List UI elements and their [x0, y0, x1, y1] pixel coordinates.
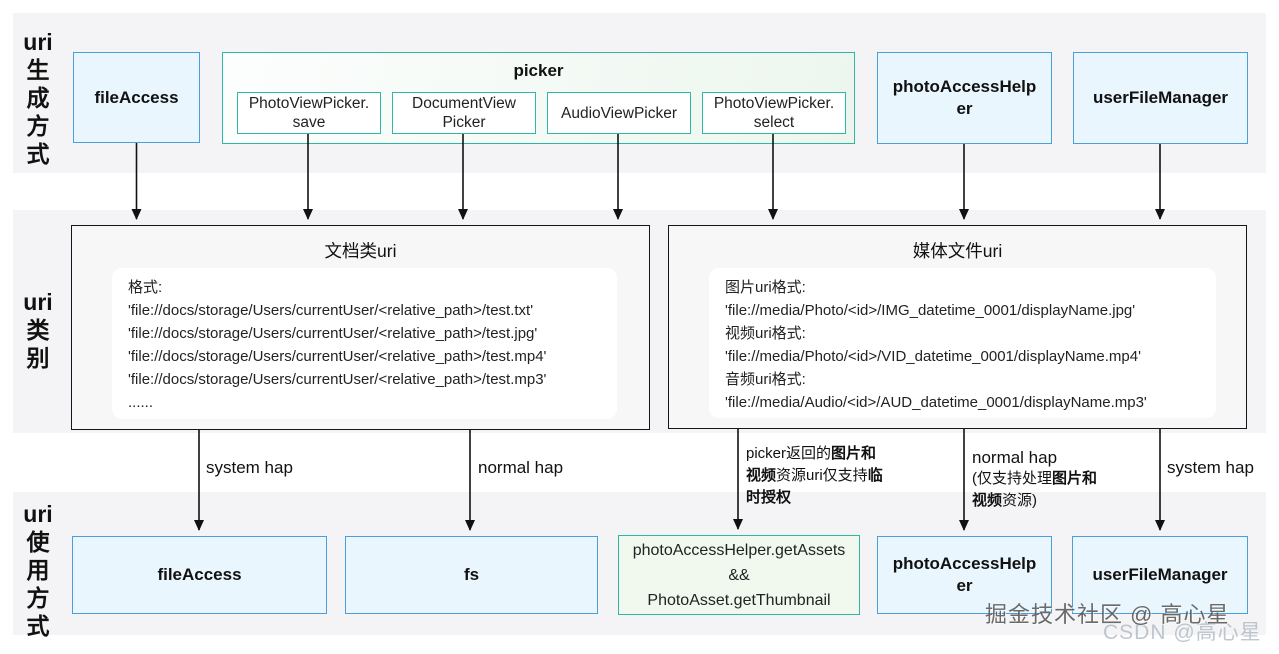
edge-label-text: 资源) [1002, 492, 1038, 509]
uri-format-line: 视频uri格式: [725, 325, 806, 342]
uri-format-line: 'file://media/Audio/<id>/AUD_datetime_00… [725, 394, 1147, 411]
node-fs-usage: fs [345, 536, 598, 614]
uri-format-line: ...... [128, 394, 154, 411]
node-picker-group: picker PhotoViewPicker. save DocumentVie… [222, 52, 855, 144]
node-documentviewpicker: DocumentView Picker [392, 92, 536, 134]
media-uri-formats: 图片uri格式: 'file://media/Photo/<id>/IMG_da… [709, 268, 1216, 418]
media-uri-title: 媒体文件uri [912, 241, 1003, 261]
edge-label-detail: (仅支持处理图片和视频资源) [972, 468, 1100, 512]
document-uri-formats: 格式: 'file://docs/storage/Users/currentUs… [112, 268, 617, 419]
watermark-csdn: CSDN @高心星 [1103, 621, 1262, 644]
edge-label-system-hap-right: system hap [1167, 458, 1254, 477]
uri-format-line: 格式: [128, 279, 163, 296]
edge-label-normal-hap-right: normal hap (仅支持处理图片和视频资源) [972, 447, 1100, 512]
node-media-uri: 媒体文件uri 图片uri格式: 'file://media/Photo/<id… [668, 225, 1247, 429]
uri-format-line: 'file://docs/storage/Users/currentUser/<… [128, 371, 547, 388]
edge-label-normal-hap-left: normal hap [478, 458, 564, 477]
edge-label-temp-authorization: picker返回的图片和视频资源uri仅支持临时授权 [746, 443, 886, 509]
node-document-uri: 文档类uri 格式: 'file://docs/storage/Users/cu… [71, 225, 650, 430]
picker-group-title: picker [513, 61, 564, 80]
edge-label-text: picker返回的 [746, 445, 832, 462]
node-fileaccess-generate: fileAccess [73, 52, 200, 143]
edge-label-system-hap-left: system hap [206, 458, 293, 477]
edge-label-bold: 图片和视频 [746, 445, 877, 484]
edge-label-bold: 临时授权 [746, 467, 883, 506]
node-userfilemanager-usage: userFileManager [1072, 536, 1248, 614]
uri-format-line: 'file://docs/storage/Users/currentUser/<… [128, 325, 538, 342]
node-userfilemanager-generate: userFileManager [1073, 52, 1248, 144]
watermark-juejin: 掘金技术社区 @ 高心星 [985, 602, 1230, 627]
node-photoaccesshelper-generate: photoAccessHelp er [877, 52, 1052, 144]
edge-label-bold: 图片和视频 [972, 470, 1098, 509]
edge-label-text: (仅支持处理 [972, 470, 1052, 487]
uri-format-line: 音频uri格式: [725, 371, 806, 388]
uri-format-line: 'file://docs/storage/Users/currentUser/<… [128, 302, 534, 319]
row-label-uri-usage: uri 使 用 方 式 [23, 501, 53, 639]
uri-format-line: 'file://media/Photo/<id>/IMG_datetime_00… [725, 302, 1136, 319]
node-photoaccesshelper-usage: photoAccessHelp er [877, 536, 1052, 614]
row-label-uri-category: uri 类 别 [23, 289, 53, 371]
node-fileaccess-usage: fileAccess [72, 536, 327, 614]
uri-format-line: 'file://docs/storage/Users/currentUser/<… [128, 348, 547, 365]
node-photoviewpicker-select: PhotoViewPicker. select [702, 92, 846, 134]
node-audioviewpicker: AudioViewPicker [547, 92, 691, 134]
node-getassets-usage: photoAccessHelper.getAssets && PhotoAsse… [618, 535, 860, 615]
row-label-uri-generation: uri 生 成 方 式 [23, 29, 53, 167]
uri-format-line: 图片uri格式: [725, 279, 806, 296]
uri-format-line: 'file://media/Photo/<id>/VID_datetime_00… [725, 348, 1141, 365]
edge-label-text: normal hap [972, 448, 1058, 467]
document-uri-title: 文档类uri [324, 241, 397, 261]
node-photoviewpicker-save: PhotoViewPicker. save [237, 92, 381, 134]
edge-label-text: 资源uri仅支持 [776, 467, 868, 484]
